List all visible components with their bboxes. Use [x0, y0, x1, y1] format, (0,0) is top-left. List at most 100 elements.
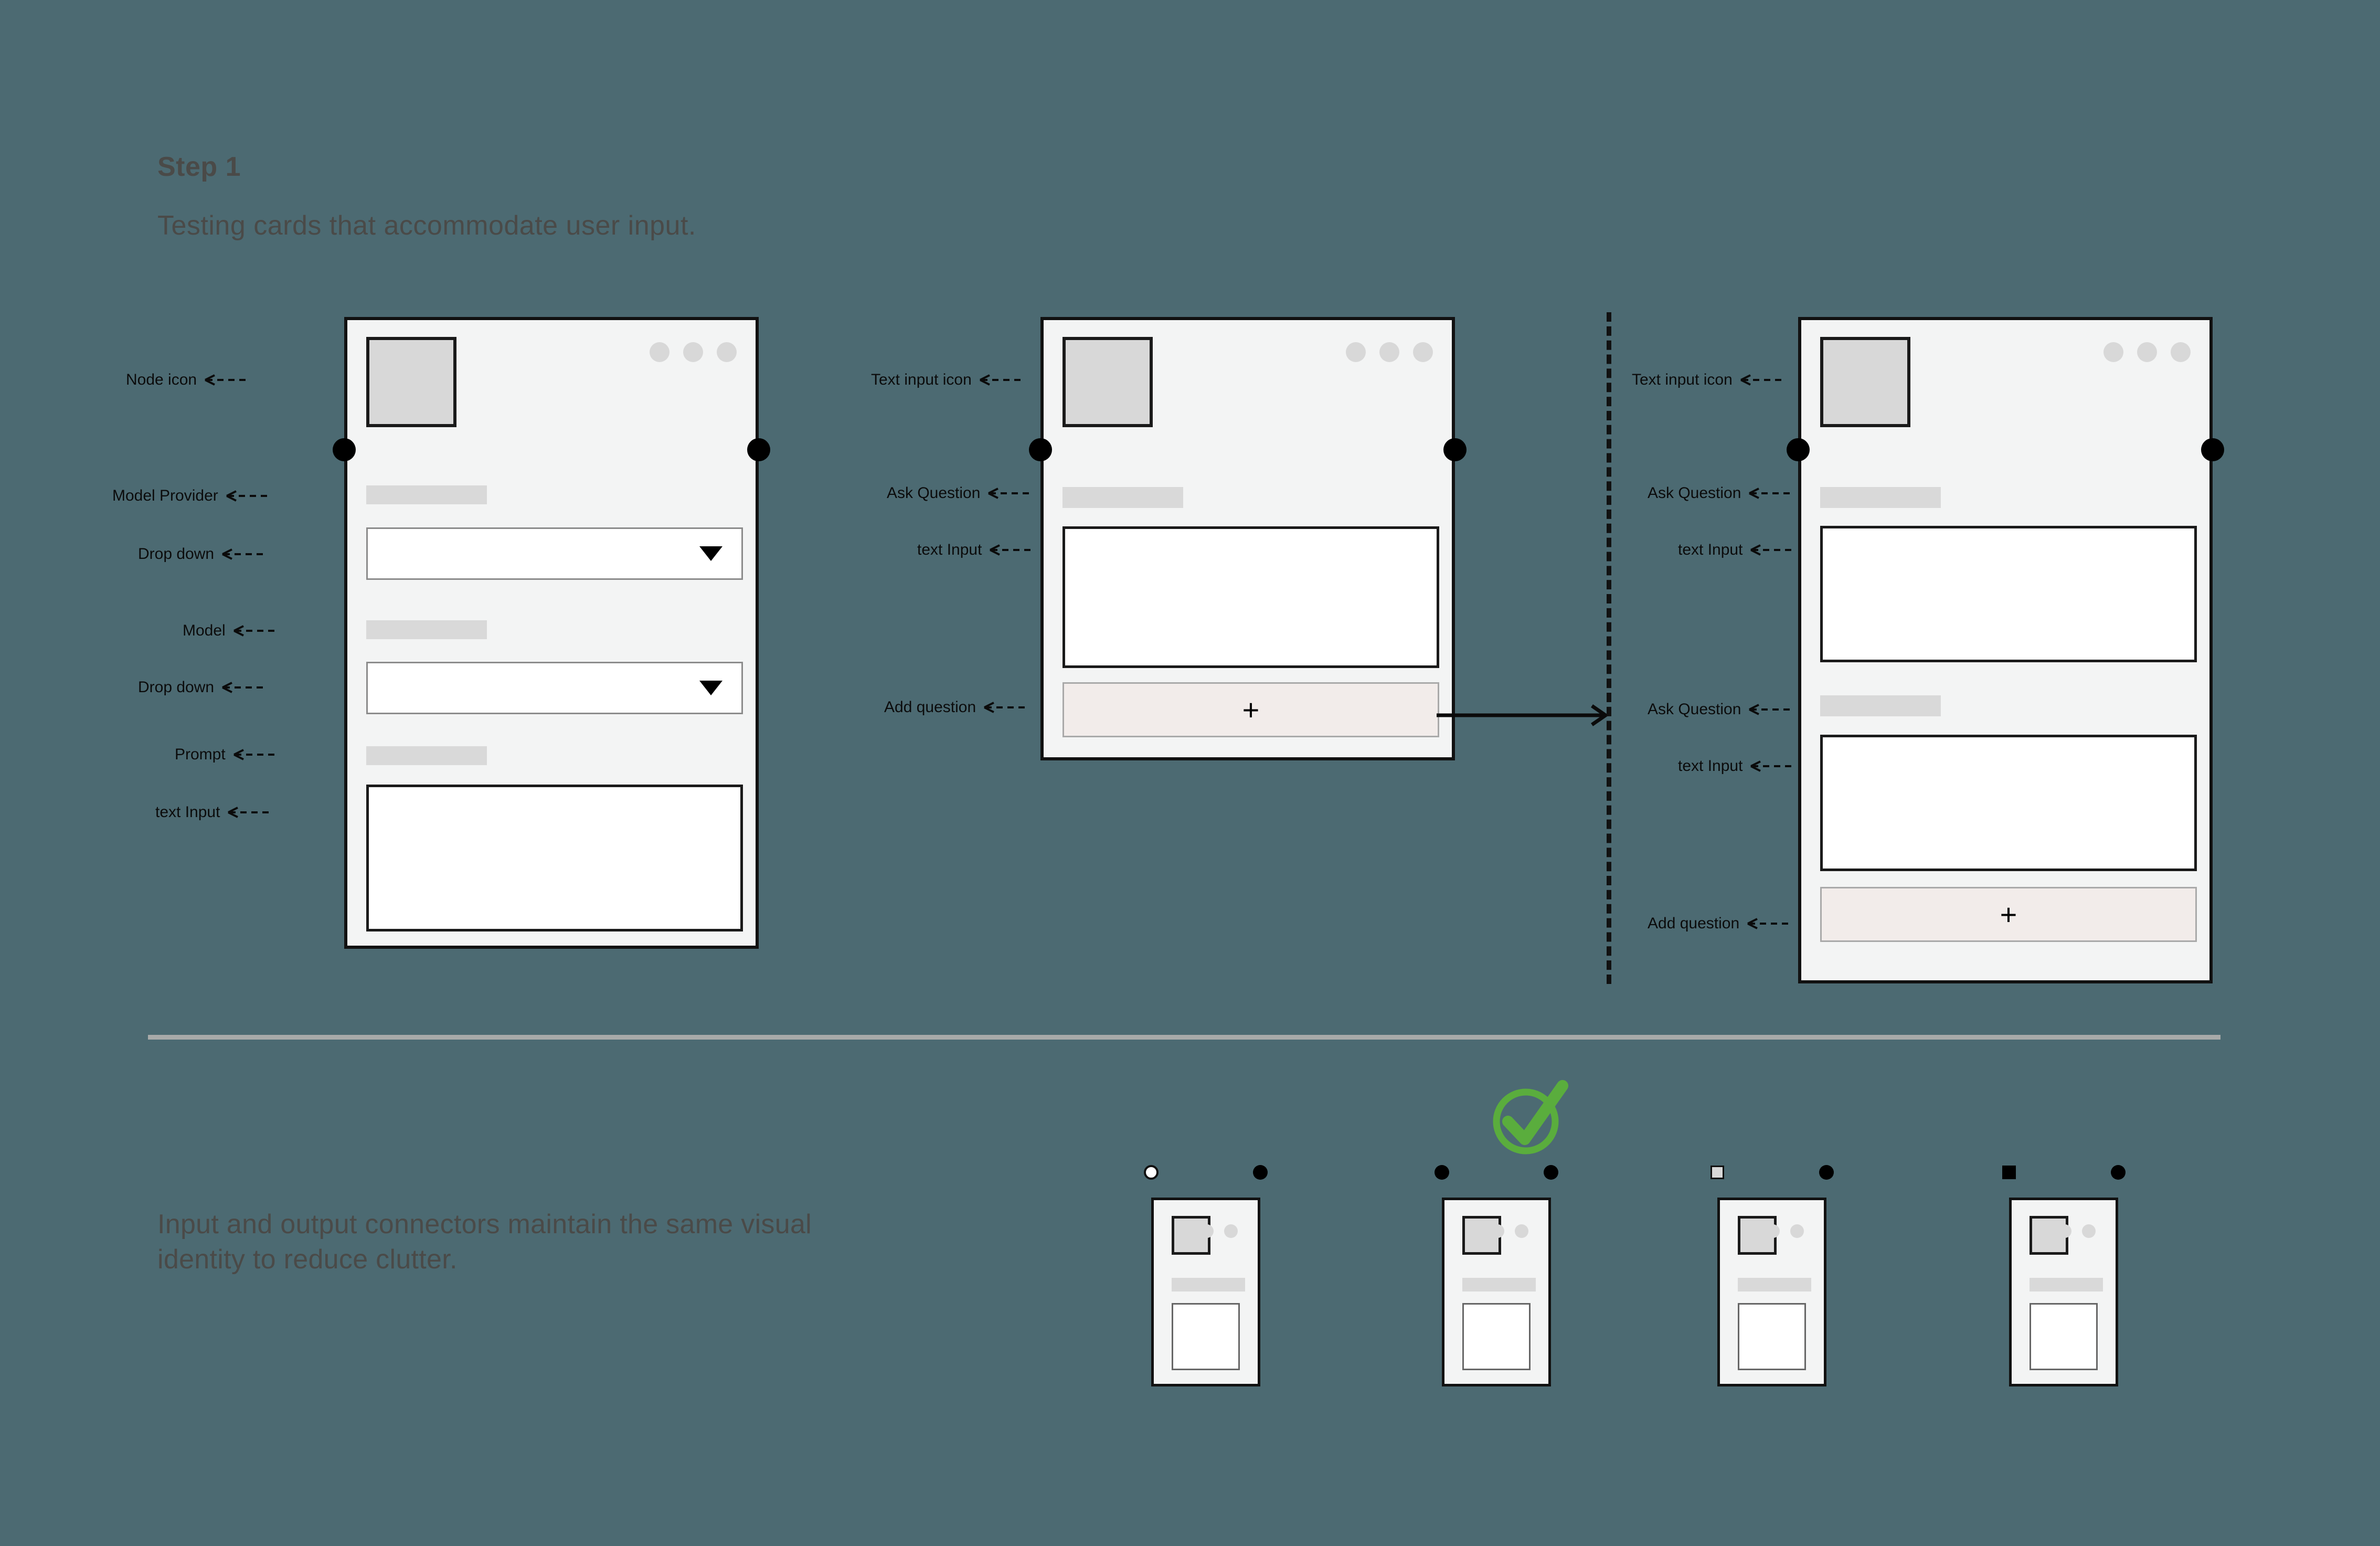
- add-question-button[interactable]: +: [1062, 682, 1439, 737]
- model-provider-dropdown[interactable]: [366, 527, 743, 580]
- leader-arrow-icon: [1750, 760, 1797, 772]
- menu-dot-1: [650, 342, 670, 362]
- menu-dot-3: [1515, 1224, 1528, 1238]
- card-menu-dots[interactable]: [1346, 342, 1433, 362]
- leader-arrow-icon: [987, 487, 1035, 500]
- label-bar: [1172, 1278, 1245, 1291]
- text-input-card-single[interactable]: +: [1040, 317, 1455, 760]
- anno-prompt: Prompt: [175, 746, 280, 764]
- text-input-icon: [1062, 337, 1153, 427]
- text-input[interactable]: [1462, 1303, 1531, 1370]
- card1-output-connector[interactable]: [747, 438, 770, 461]
- text-input-icon: [1820, 337, 1910, 427]
- mini-card-4-output-connector[interactable]: [2111, 1165, 2126, 1180]
- ask-question-label-bar-2: [1820, 695, 1941, 716]
- menu-dot-2: [2137, 342, 2157, 362]
- flow-arrow-icon: [1437, 700, 1610, 734]
- mini-card-1-input-connector[interactable]: [1144, 1165, 1159, 1180]
- check-circle-icon: [1490, 1078, 1569, 1165]
- leader-arrow-icon: [1748, 703, 1795, 716]
- model-dropdown[interactable]: [366, 662, 743, 714]
- leader-arrow-icon: [226, 490, 273, 502]
- label-bar: [2030, 1278, 2103, 1291]
- leader-arrow-icon: [1740, 374, 1787, 386]
- mini-card-3[interactable]: [1717, 1198, 1826, 1386]
- question-text-input[interactable]: [1062, 526, 1439, 668]
- mini-card-2-input-connector[interactable]: [1435, 1165, 1449, 1180]
- anno-text-input-icon-3: Text input icon: [1632, 371, 1787, 389]
- anno-text-input-icon-2: Text input icon: [871, 371, 1026, 389]
- card-menu-dots[interactable]: [2034, 1224, 2096, 1238]
- menu-dot-2: [1491, 1224, 1504, 1238]
- card-menu-dots[interactable]: [2103, 342, 2191, 362]
- model-label-bar: [366, 620, 487, 639]
- card-menu-dots[interactable]: [1467, 1224, 1528, 1238]
- model-node-card[interactable]: [344, 317, 759, 949]
- model-provider-label-bar: [366, 485, 487, 504]
- menu-dot-3: [2171, 342, 2191, 362]
- menu-dot-2: [683, 342, 703, 362]
- leader-arrow-icon: [983, 701, 1030, 714]
- card2-output-connector[interactable]: [1443, 438, 1467, 461]
- anno-add-question-3: Add question: [1648, 915, 1794, 933]
- question-text-input-2[interactable]: [1820, 735, 2197, 871]
- page-subtitle: Testing cards that accommodate user inpu…: [157, 210, 696, 241]
- anno-text-input-3b: text Input: [1678, 757, 1797, 775]
- anno-model-provider: Model Provider: [112, 487, 273, 505]
- card2-input-connector[interactable]: [1029, 438, 1052, 461]
- mini-card-2[interactable]: [1442, 1198, 1551, 1386]
- anno-ask-question-2: Ask Question: [887, 484, 1035, 502]
- mini-card-2-output-connector[interactable]: [1544, 1165, 1558, 1180]
- menu-dot-2: [1200, 1224, 1214, 1238]
- bottom-caption: Input and output connectors maintain the…: [157, 1209, 812, 1275]
- ask-question-label-bar: [1062, 487, 1183, 508]
- label-bar: [1462, 1278, 1536, 1291]
- prompt-label-bar: [366, 746, 487, 765]
- menu-dot-2: [1766, 1224, 1780, 1238]
- mini-card-1-output-connector[interactable]: [1253, 1165, 1268, 1180]
- menu-dot-1: [1742, 1224, 1756, 1238]
- question-text-input-1[interactable]: [1820, 526, 2197, 662]
- mini-card-4[interactable]: [2009, 1198, 2118, 1386]
- menu-dot-3: [1413, 342, 1433, 362]
- leader-arrow-icon: [1750, 544, 1797, 556]
- label-bar: [1738, 1278, 1811, 1291]
- leader-arrow-icon: [233, 624, 280, 637]
- leader-arrow-icon: [1748, 487, 1795, 500]
- card3-input-connector[interactable]: [1787, 438, 1810, 461]
- anno-ask-question-3b: Ask Question: [1648, 701, 1795, 718]
- mini-card-1[interactable]: [1151, 1198, 1260, 1386]
- chevron-down-icon: [699, 546, 722, 561]
- add-question-button[interactable]: +: [1820, 887, 2197, 942]
- text-input[interactable]: [2030, 1303, 2098, 1370]
- anno-dropdown-2: Drop down: [138, 679, 269, 696]
- menu-dot-3: [717, 342, 737, 362]
- card3-output-connector[interactable]: [2201, 438, 2224, 461]
- node-icon: [366, 337, 456, 427]
- text-input-card-double[interactable]: +: [1798, 317, 2213, 983]
- text-input[interactable]: [1738, 1303, 1806, 1370]
- menu-dot-2: [1379, 342, 1399, 362]
- menu-dot-1: [2034, 1224, 2047, 1238]
- page-title: Step 1: [157, 152, 241, 182]
- anno-text-input-2: text Input: [917, 541, 1036, 559]
- menu-dot-2: [2058, 1224, 2071, 1238]
- card-menu-dots[interactable]: [1742, 1224, 1804, 1238]
- leader-arrow-icon: [1747, 917, 1794, 930]
- anno-dropdown-1: Drop down: [138, 545, 269, 563]
- mini-card-3-output-connector[interactable]: [1819, 1165, 1834, 1180]
- anno-add-question-2: Add question: [884, 698, 1030, 716]
- prompt-text-input[interactable]: [366, 785, 743, 931]
- leader-arrow-icon: [979, 374, 1026, 386]
- mini-card-4-input-connector[interactable]: [2002, 1166, 2016, 1179]
- card-menu-dots[interactable]: [1176, 1224, 1238, 1238]
- menu-dot-3: [2082, 1224, 2096, 1238]
- section-divider: [148, 1035, 2220, 1040]
- anno-ask-question-3a: Ask Question: [1648, 484, 1795, 502]
- mini-card-3-input-connector[interactable]: [1710, 1166, 1724, 1179]
- card1-input-connector[interactable]: [333, 438, 356, 461]
- menu-dot-1: [2103, 342, 2123, 362]
- text-input[interactable]: [1172, 1303, 1240, 1370]
- ask-question-label-bar-1: [1820, 487, 1941, 508]
- card-menu-dots[interactable]: [650, 342, 737, 362]
